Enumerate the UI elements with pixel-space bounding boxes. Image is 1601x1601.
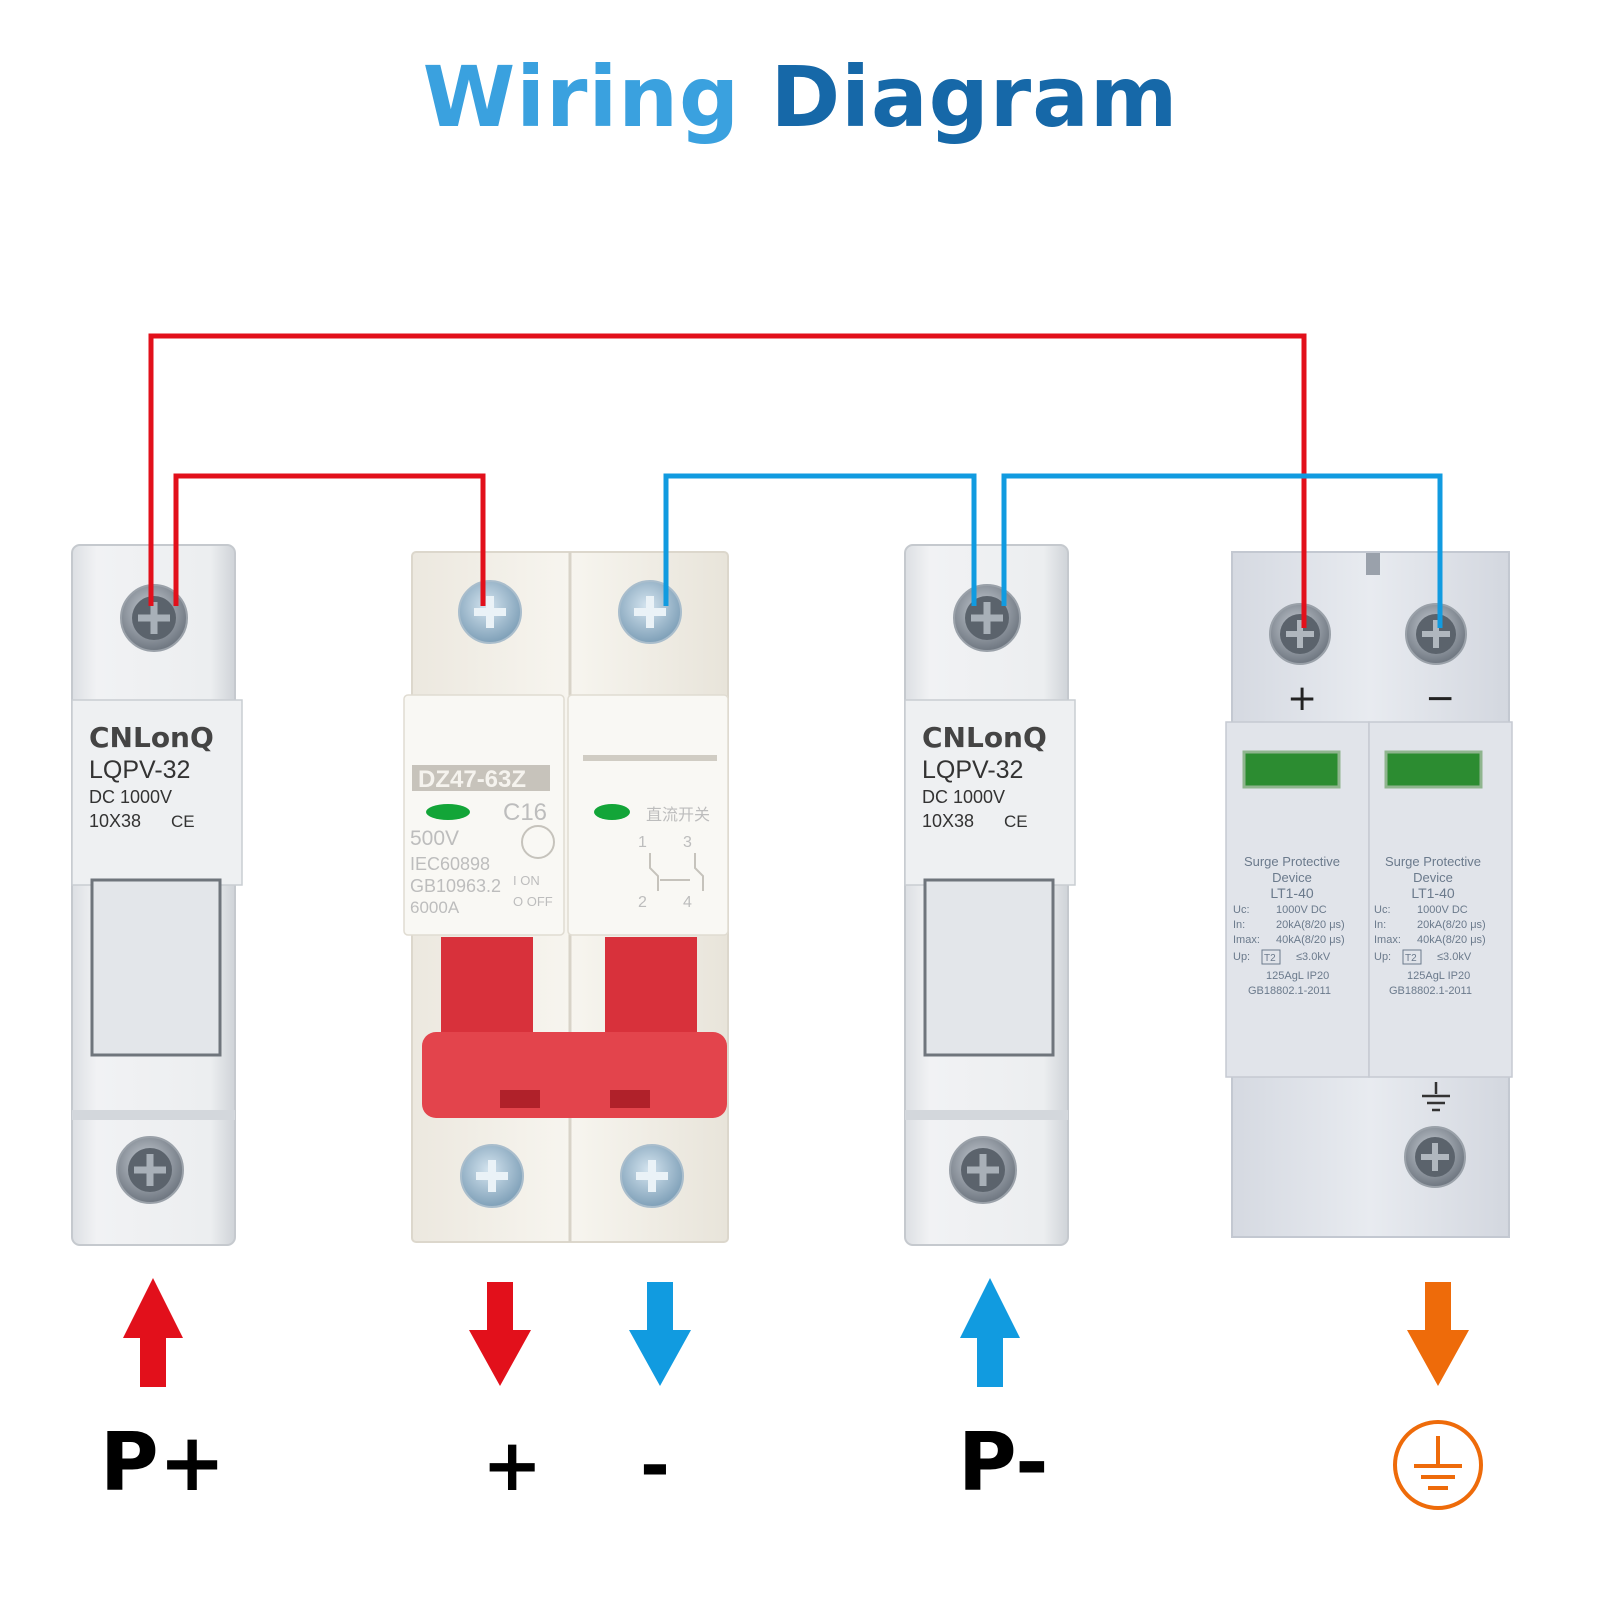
terminal-screw[interactable] — [1405, 603, 1467, 665]
fuse-model: LQPV-32 — [89, 756, 190, 784]
breaker-capacity: 6000A — [410, 898, 460, 917]
spd-up-value: ≤3.0kV — [1437, 951, 1472, 963]
wire-p-plus-to-breaker-plus — [173, 473, 486, 606]
breaker-voltage: 500V — [410, 827, 459, 850]
spd-standard: GB18802.1-2011 — [1389, 985, 1472, 997]
pin-2: 2 — [638, 894, 647, 911]
spd-imax-label: Imax: — [1374, 934, 1401, 946]
spd-imax-value: 40kA(8/20 μs) — [1276, 934, 1345, 946]
terminal-screw[interactable] — [620, 1144, 684, 1208]
terminal-screw[interactable] — [116, 1136, 184, 1204]
breaker-model: DZ47-63Z — [418, 766, 526, 793]
terminal-screw[interactable] — [458, 580, 522, 644]
breaker-rating: C16 — [503, 799, 547, 826]
spd-title-line1: Surge Protective — [1244, 854, 1340, 869]
spd-minus-sign: − — [1425, 678, 1455, 719]
breaker-off-label: O OFF — [513, 894, 553, 909]
spd-uc-label: Uc: — [1374, 904, 1391, 916]
arrow-down-blue — [629, 1282, 691, 1386]
spd-up-label: Up: — [1233, 951, 1250, 963]
terminal-screw[interactable] — [618, 580, 682, 644]
arrow-up-red — [123, 1278, 183, 1387]
spd-fuse-spec: 125AgL IP20 — [1407, 970, 1470, 982]
spd-uc-label: Uc: — [1233, 904, 1250, 916]
terminal-screw[interactable] — [953, 584, 1021, 652]
fuse-voltage: DC 1000V — [922, 787, 1005, 807]
fuse-voltage: DC 1000V — [89, 787, 172, 807]
spd-in-label: In: — [1233, 919, 1245, 931]
spd-imax-value: 40kA(8/20 μs) — [1417, 934, 1486, 946]
label-minus: - — [640, 1423, 670, 1507]
spd-up-label: Up: — [1374, 951, 1391, 963]
pin-4: 4 — [683, 894, 692, 911]
spd-fuse-spec: 125AgL IP20 — [1266, 970, 1329, 982]
ce-mark: CE — [1004, 812, 1028, 831]
terminal-screw[interactable] — [120, 584, 188, 652]
page-title: Wiring Diagram — [0, 48, 1601, 146]
dc-circuit-breaker: DZ47-63Z C16 500V IEC60898 GB10963.2 600… — [403, 551, 729, 1243]
ce-mark: CE — [171, 812, 195, 831]
spd-uc-value: 1000V DC — [1417, 904, 1468, 916]
label-p-plus: P+ — [100, 1416, 226, 1509]
fuse-size: 10X38 — [922, 811, 974, 831]
arrow-up-blue — [960, 1278, 1020, 1387]
wire-breaker-minus-to-p-minus — [663, 473, 977, 606]
status-indicator — [594, 804, 630, 820]
breaker-on-label: I ON — [513, 873, 540, 888]
label-plus: + — [482, 1423, 542, 1507]
spd-title-line1: Surge Protective — [1385, 854, 1481, 869]
surge-protective-device: + − Surge Protective Device LT1-40 Uc: 1… — [1225, 551, 1513, 1238]
spd-standard: GB18802.1-2011 — [1248, 985, 1331, 997]
terminal-screw[interactable] — [1269, 603, 1331, 665]
spd-in-value: 20kA(8/20 μs) — [1417, 919, 1486, 931]
pin-1: 1 — [638, 834, 647, 851]
negative-wires — [663, 473, 1443, 628]
breaker-chinese-label: 直流开关 — [646, 806, 710, 824]
status-window — [1384, 750, 1483, 789]
spd-up-class: T2 — [1405, 953, 1417, 964]
title-word-1: Wiring — [422, 48, 741, 146]
ground-icon — [1393, 1420, 1483, 1510]
spd-title-line2: Device — [1413, 870, 1453, 885]
breaker-toggle-handle[interactable] — [422, 937, 727, 1118]
positive-wires — [148, 333, 1307, 628]
terminal-screw[interactable] — [949, 1136, 1017, 1204]
fuse-holder-left: CNLonQ LQPV-32 DC 1000V 10X38 CE — [71, 544, 243, 1246]
spd-imax-label: Imax: — [1233, 934, 1260, 946]
spd-in-value: 20kA(8/20 μs) — [1276, 919, 1345, 931]
terminal-screw[interactable] — [460, 1144, 524, 1208]
terminal-screw[interactable] — [1404, 1126, 1466, 1188]
status-window — [1242, 750, 1341, 789]
spd-in-label: In: — [1374, 919, 1386, 931]
spd-model: LT1-40 — [1270, 885, 1314, 901]
wire-p-minus-to-spd-minus — [1001, 473, 1443, 628]
spd-plus-sign: + — [1287, 678, 1317, 719]
spd-uc-value: 1000V DC — [1276, 904, 1327, 916]
arrow-down-red — [469, 1282, 531, 1386]
spd-up-class: T2 — [1264, 953, 1276, 964]
wire-p-plus-to-spd-plus — [148, 333, 1307, 628]
fuse-brand: CNLonQ — [922, 721, 1047, 754]
breaker-standard-2: GB10963.2 — [410, 876, 501, 896]
ground-symbol-small — [1422, 1082, 1450, 1112]
fuse-size: 10X38 — [89, 811, 141, 831]
spd-title-line2: Device — [1272, 870, 1312, 885]
label-p-minus: P- — [958, 1416, 1048, 1509]
breaker-standard-1: IEC60898 — [410, 854, 490, 874]
spd-up-value: ≤3.0kV — [1296, 951, 1331, 963]
fuse-holder-right: CNLonQ LQPV-32 DC 1000V 10X38 CE — [904, 544, 1076, 1246]
fuse-model: LQPV-32 — [922, 756, 1023, 784]
arrow-down-orange — [1407, 1282, 1469, 1386]
spd-model: LT1-40 — [1411, 885, 1455, 901]
title-word-2: Diagram — [770, 48, 1179, 146]
fuse-brand: CNLonQ — [89, 721, 214, 754]
pin-3: 3 — [683, 834, 692, 851]
status-indicator — [426, 804, 470, 820]
